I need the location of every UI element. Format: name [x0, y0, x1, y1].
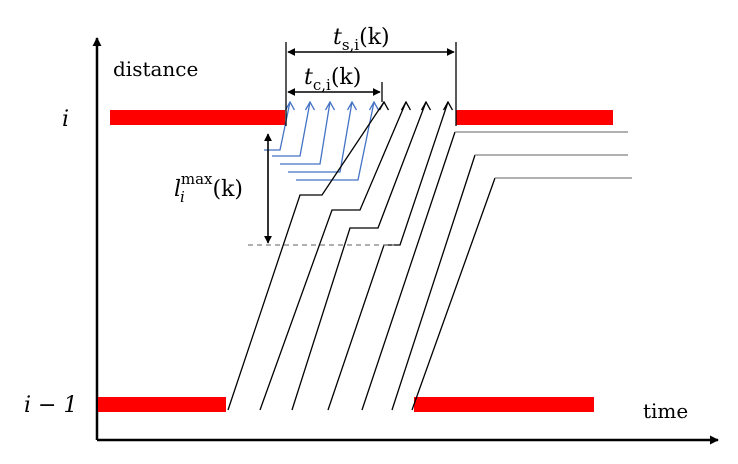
clear-time-argument: (k) [331, 65, 362, 90]
clear-time-symbol: t [304, 65, 313, 90]
x-axis-label: time [643, 399, 688, 423]
y-axis-label: distance [113, 57, 198, 81]
clear-time-subscript: c,i [313, 76, 331, 94]
discharge-trajectory-4 [327, 102, 448, 411]
through-trajectory-2 [391, 154, 476, 411]
discharge-trajectory-3 [291, 102, 426, 411]
max-queue-subscript: i [180, 188, 185, 206]
switch-time-subscript: s,i [342, 36, 359, 54]
queued-trajectory-2 [272, 102, 310, 157]
queued-trajectory-3 [280, 102, 330, 165]
queued-trajectory-4 [288, 102, 352, 173]
max-queue-superscript: max [181, 170, 213, 188]
max-queue-symbol: l [174, 177, 181, 202]
discharge-trajectory-2 [259, 102, 406, 411]
max-queue-argument: (k) [213, 177, 244, 202]
clear-time-label: tc,i(k) [304, 65, 361, 94]
through-trajectory-1 [361, 131, 456, 411]
upper-node-label: i [62, 107, 69, 132]
switch-time-argument: (k) [359, 25, 390, 50]
queued-trajectory-5 [296, 102, 374, 181]
red-phases [98, 110, 613, 412]
max-queue-length-label: limax(k) [174, 170, 243, 206]
red-phase-lower-1 [98, 397, 226, 412]
red-phase-lower-2 [414, 397, 594, 412]
red-phase-upper-1 [110, 110, 285, 125]
discharge-trajectory-1 [227, 102, 384, 411]
through-trajectory-3 [411, 177, 496, 411]
switch-time-symbol: t [333, 25, 342, 50]
vehicle-trajectories [227, 102, 632, 411]
lower-node-label: i − 1 [24, 393, 77, 418]
switch-time-label: ts,i(k) [333, 25, 390, 54]
red-phase-upper-2 [456, 110, 613, 125]
